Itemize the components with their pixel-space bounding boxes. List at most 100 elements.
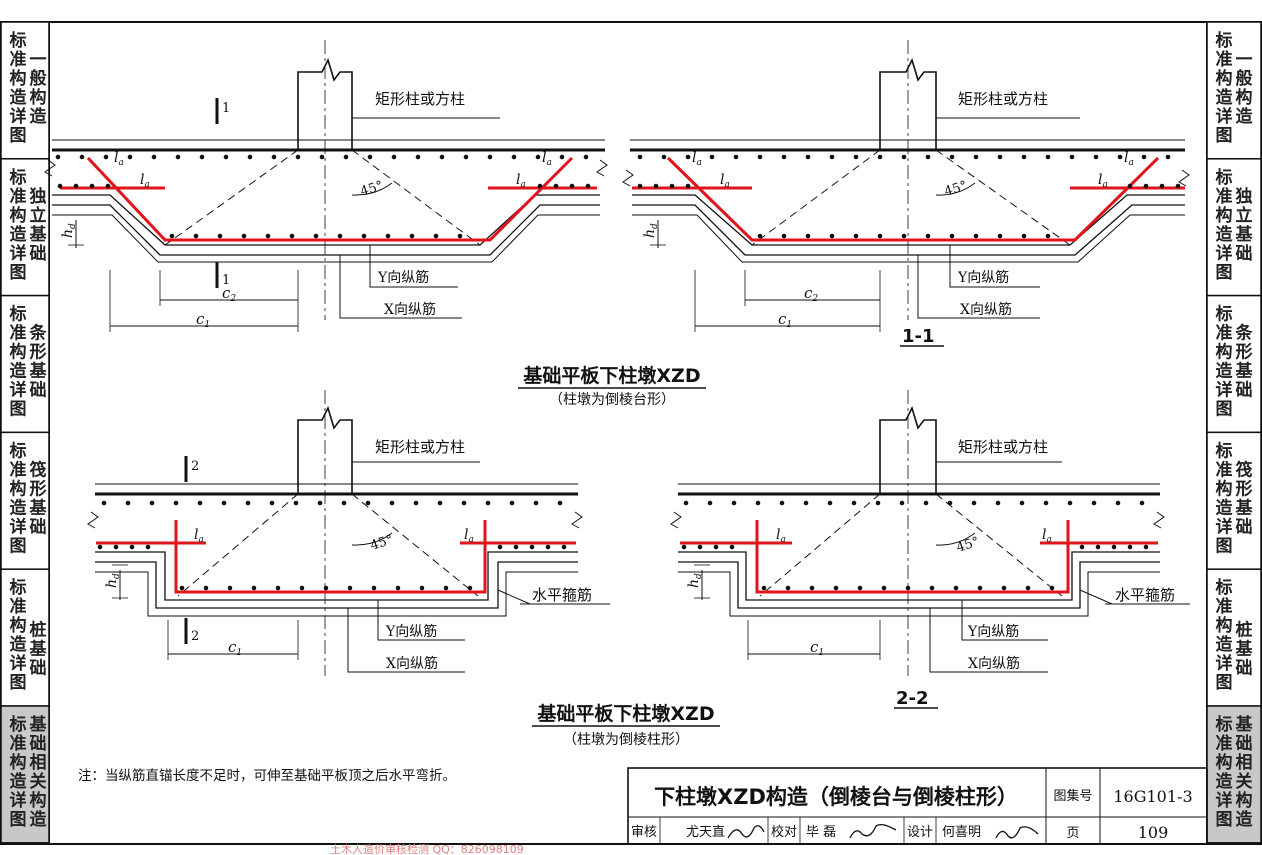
side-tab-label-b: 基: [1235, 224, 1254, 245]
checker-signature: [849, 824, 897, 839]
rebar-dot: [193, 233, 199, 239]
reviewer-signature: [727, 825, 765, 839]
side-tab-label-a: 图: [10, 536, 27, 556]
top-section-subtitle: （柱墩为倒棱台形）: [549, 392, 675, 408]
side-tab-t4[interactable]: [0, 431, 50, 570]
label-angle-tl: 45°: [359, 178, 386, 199]
side-tab-label-a: 图: [1216, 536, 1233, 556]
side-tab-r6[interactable]: [1206, 705, 1262, 844]
rebar-dot: [1019, 500, 1025, 506]
label-c1-tr: c1: [778, 310, 792, 330]
rebar-dot: [439, 154, 445, 160]
rebar-dot: [805, 154, 811, 160]
rebar-dot: [947, 500, 953, 506]
side-tab-label-a: 图: [1216, 673, 1233, 693]
rebar-top-right: [632, 156, 1185, 242]
rebar-dot: [535, 154, 541, 160]
side-tab-label-b: 基: [1235, 497, 1254, 518]
rebar-dot: [709, 154, 715, 160]
rebar-dot: [513, 544, 519, 550]
rebar-dot: [1093, 154, 1099, 160]
rebar-dot: [1159, 183, 1165, 189]
rebar-dot: [971, 500, 977, 506]
side-tab-r3[interactable]: [1206, 294, 1262, 434]
rebar-dot: [757, 154, 763, 160]
side-tab-label-b: 础: [1236, 734, 1253, 754]
label-stirrup-bl: 水平箍筋: [532, 586, 592, 604]
side-tab-label-a: 造: [10, 362, 28, 382]
side-tab-t2[interactable]: [0, 158, 50, 297]
rebar-dot: [247, 154, 253, 160]
side-tab-label-b: 构: [30, 790, 47, 811]
rebar-dot: [1045, 154, 1051, 160]
atlas-number: 16G101-3: [1113, 787, 1192, 806]
side-tab-label-b: 础: [1236, 244, 1253, 264]
rebar-dot: [829, 233, 835, 239]
side-tab-label-a: 造: [1216, 225, 1234, 245]
rebar-dot: [731, 500, 737, 506]
label-c1-tl: c1: [196, 310, 210, 330]
rebar-dot: [537, 183, 543, 189]
rebar-dot: [1025, 585, 1031, 591]
rebar-dot: [461, 500, 467, 506]
check-label: 校对: [771, 824, 797, 840]
side-tab-label-a: 构: [10, 342, 27, 363]
side-tab-label-a: 标: [10, 577, 27, 598]
side-tab-label-a: 构: [1216, 478, 1233, 499]
label-column-tr: 矩形柱或方柱: [958, 90, 1048, 108]
rebar-dot: [299, 585, 305, 591]
rebar-dot: [341, 500, 347, 506]
side-tab-label-a: 准: [10, 597, 27, 617]
rebar-dot: [661, 154, 667, 160]
side-tab-label-a: 准: [10, 324, 27, 344]
rebar-dot: [55, 154, 61, 160]
side-tab-label-a: 标: [10, 714, 27, 735]
side-tab-t6[interactable]: [0, 705, 50, 844]
side-tab-label-a: 图: [1216, 810, 1233, 830]
rebar-dot: [415, 154, 421, 160]
rebar-dot: [203, 585, 209, 591]
rebar-dot: [707, 500, 713, 506]
drawing-title: 下柱墩XZD构造（倒棱台与倒棱柱形）: [654, 785, 1018, 809]
rebar-dot: [313, 233, 319, 239]
rebar-dot: [553, 183, 559, 189]
rebar-dot: [925, 154, 931, 160]
leader-xbar: [339, 255, 462, 319]
rebar-dot: [949, 154, 955, 160]
rebar-dot: [265, 233, 271, 239]
side-tab-label-b: 基: [1235, 639, 1254, 660]
left-tabs: 标准构造详图一般构造标准构造详图独立基础标准构造详图条形基础标准构造详图筏形基础…: [0, 21, 50, 844]
column-outline: [297, 57, 353, 150]
section-tag-2-2: 2-2: [896, 688, 929, 709]
rebar-dot: [509, 500, 515, 506]
side-tab-label-a: 构: [10, 615, 27, 636]
side-tab-r5[interactable]: [1206, 568, 1262, 707]
side-tab-t1[interactable]: [0, 21, 50, 160]
side-tab-label-b: 础: [30, 659, 47, 679]
rebar-dot: [669, 183, 675, 189]
rebar-dot: [241, 233, 247, 239]
label-la-tr-4: la: [1124, 150, 1134, 168]
note-text: 注：当纵筋直锚长度不足时，可伸至基础平板顶之后水平弯折。: [78, 767, 456, 784]
rebar-dot: [57, 183, 63, 189]
rebar-dot: [217, 233, 223, 239]
rebar-dot: [853, 154, 859, 160]
side-tab-label-a: 详: [10, 790, 27, 811]
rebar-dot: [1067, 500, 1073, 506]
rebar-dot: [997, 233, 1003, 239]
side-tab-label-a: 详: [1216, 243, 1233, 264]
side-tab-t3[interactable]: [0, 294, 50, 434]
rebar-dot: [1143, 544, 1149, 550]
design-label: 设计: [907, 825, 933, 840]
label-xbar-br: X向纵筋: [968, 655, 1020, 672]
side-tab-label-b: 础: [1236, 659, 1253, 679]
rebar-dot: [809, 585, 815, 591]
rebar-dot: [173, 500, 179, 506]
side-tab-label-b: 础: [30, 517, 47, 537]
rebar-dot: [833, 585, 839, 591]
label-angle-br: 45°: [955, 534, 982, 555]
rebar-dot: [545, 544, 551, 550]
side-tab-r4[interactable]: [1206, 431, 1262, 570]
rebar-dot: [1165, 154, 1171, 160]
